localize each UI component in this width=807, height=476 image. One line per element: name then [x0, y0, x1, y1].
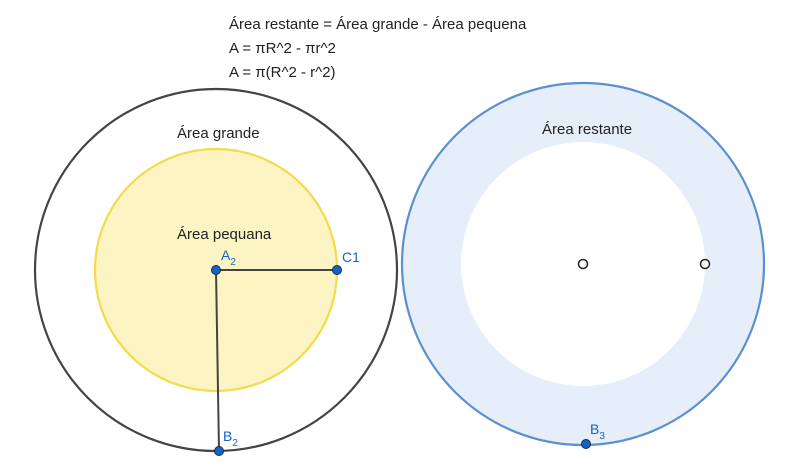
radius-segment-a2-b2[interactable] [215, 269, 220, 452]
formula-line-2: A = πR^2 - πr^2 [229, 40, 336, 57]
point-b3-label: B3 [590, 421, 605, 442]
area-pequena-label: Área pequana [177, 226, 272, 243]
center-point-right[interactable] [577, 258, 589, 270]
area-restante-label: Área restante [542, 121, 632, 138]
point-a2-label: A2 [221, 247, 236, 268]
point-b2-label: B2 [223, 428, 238, 449]
point-a2[interactable] [211, 265, 221, 275]
inner-edge-point-right[interactable] [699, 258, 711, 270]
formula-line-1: Área restante = Área grande - Área peque… [229, 16, 527, 33]
point-b3[interactable] [581, 439, 591, 449]
area-grande-label: Área grande [177, 125, 260, 142]
point-c1-label: C1 [342, 249, 360, 265]
point-b2[interactable] [214, 446, 224, 456]
point-c1[interactable] [332, 265, 342, 275]
formula-line-3: A = π(R^2 - r^2) [229, 64, 336, 81]
